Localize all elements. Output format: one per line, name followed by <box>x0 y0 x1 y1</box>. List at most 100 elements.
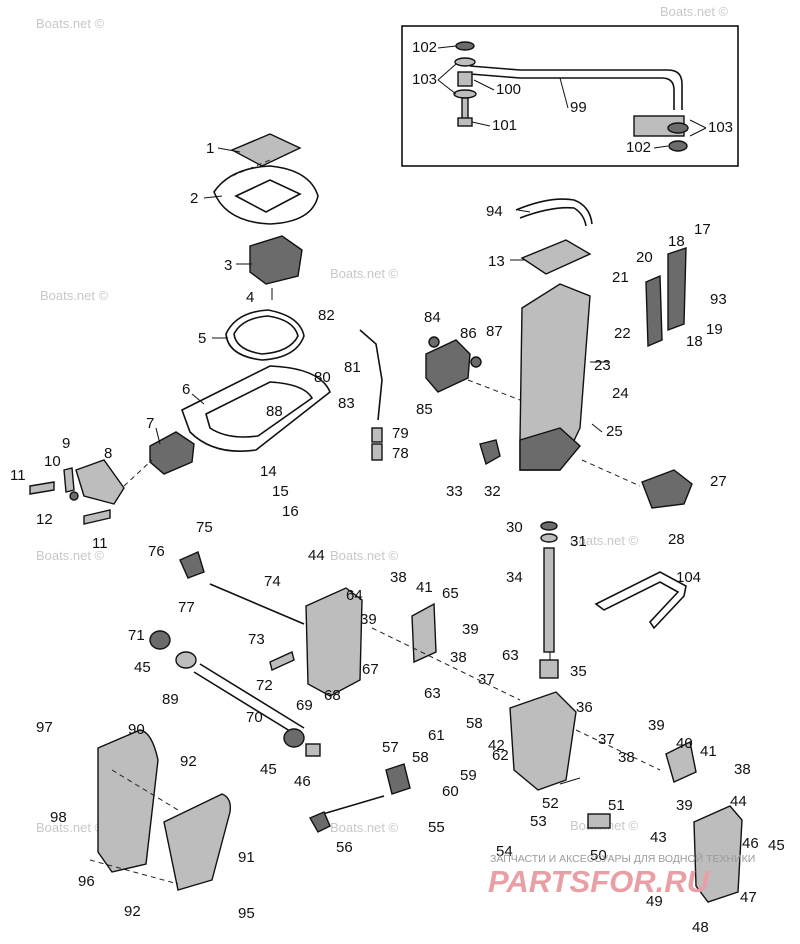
watermark: Boats.net © <box>330 548 399 563</box>
callout-label: 34 <box>506 569 523 586</box>
callout-label: 38 <box>450 649 467 666</box>
callout-label: 8 <box>104 445 112 462</box>
callout-label: 45 <box>768 837 785 854</box>
callout-label: 100 <box>496 81 521 98</box>
callout-label: 10 <box>44 453 61 470</box>
callout-label: 89 <box>162 691 179 708</box>
callout-label: 13 <box>488 253 505 270</box>
callout-label: 102 <box>626 139 651 156</box>
callout-label: 70 <box>246 709 263 726</box>
callout-label: 58 <box>466 715 483 732</box>
callout-label: 11 <box>92 535 108 552</box>
part-50-plate <box>587 813 611 829</box>
callout-label: 19 <box>706 321 723 338</box>
part-2-adapter-plate <box>213 165 319 225</box>
callout-label: 46 <box>742 835 759 852</box>
part-11-bolt <box>29 481 55 495</box>
brand-logo: ЗАПЧАСТИ И АКСЕССУАРЫ ДЛЯ ВОДНОЙ ТЕХНИКИ… <box>488 852 755 899</box>
callout-label: 12 <box>36 511 53 528</box>
callout-label: 47 <box>740 889 757 906</box>
part-91-side-cover <box>163 793 232 891</box>
callout-label: 67 <box>362 661 379 678</box>
callout-label: 98 <box>50 809 67 826</box>
part-45-nut <box>283 728 305 748</box>
part-67-clamp-bracket <box>305 587 363 697</box>
part-20-bracket <box>667 247 687 332</box>
part-103-washer <box>667 122 689 134</box>
callout-label: 63 <box>424 685 441 702</box>
part-86-washer <box>470 356 482 368</box>
callout-label: 82 <box>318 307 335 324</box>
callout-label: 44 <box>308 547 325 564</box>
callout-label: 81 <box>344 359 361 376</box>
part-31-washer <box>540 533 558 543</box>
callout-label: 101 <box>492 117 517 134</box>
callout-label: 4 <box>246 289 254 306</box>
part-102-nut <box>668 140 688 152</box>
watermark: Boats.net © <box>660 4 729 19</box>
callout-label: 39 <box>648 717 665 734</box>
callout-label: 79 <box>392 425 409 442</box>
callout-label: 2 <box>190 190 198 207</box>
callout-label: 85 <box>416 401 433 418</box>
callout-label: 25 <box>606 423 623 440</box>
callout-label: 6 <box>182 381 190 398</box>
callout-label: 14 <box>260 463 277 480</box>
callout-label: 18 <box>668 233 685 250</box>
part-90-side-cover <box>97 729 159 873</box>
part-89-washer <box>175 651 197 669</box>
part-101-bolt-head <box>457 117 473 127</box>
callout-label: 39 <box>676 797 693 814</box>
callout-label: 20 <box>636 249 653 266</box>
part-73-bolt <box>269 651 295 671</box>
callout-label: 49 <box>646 893 663 910</box>
callout-label: 15 <box>272 483 289 500</box>
callout-label: 45 <box>260 761 277 778</box>
callout-label: 51 <box>608 797 625 814</box>
part-102-nut <box>455 41 475 51</box>
callout-label: 37 <box>478 671 495 688</box>
callout-label: 45 <box>134 659 151 676</box>
watermark: Boats.net © <box>36 820 105 835</box>
callout-label: 103 <box>708 119 733 136</box>
part-85-lower-mount <box>425 339 471 393</box>
brand-tagline: ЗАПЧАСТИ И АКСЕССУАРЫ ДЛЯ ВОДНОЙ ТЕХНИКИ <box>490 852 755 865</box>
callout-label: 36 <box>576 699 593 716</box>
callout-label: 78 <box>392 445 409 462</box>
part-100-spacer <box>457 71 473 87</box>
part-46-washer <box>305 743 321 757</box>
part-74-rod <box>209 583 305 625</box>
part-103-washer <box>453 89 477 99</box>
part-12-washer <box>69 491 79 501</box>
part-56-lever <box>315 795 385 817</box>
part-70-tilt-tube <box>193 663 305 737</box>
callout-label: 52 <box>542 795 559 812</box>
callout-label: 56 <box>336 839 353 856</box>
callout-label: 35 <box>570 663 587 680</box>
callout-label: 16 <box>282 503 299 520</box>
part-27-mount <box>641 469 693 509</box>
part-57-lock <box>385 763 411 795</box>
callout-label: 88 <box>266 403 283 420</box>
callout-label: 61 <box>428 727 445 744</box>
callout-label: 53 <box>530 813 547 830</box>
callout-label: 63 <box>502 647 519 664</box>
part-83-link-rod <box>359 329 383 421</box>
watermark: Boats.net © <box>36 548 105 563</box>
callout-label: 77 <box>178 599 195 616</box>
callout-label: 93 <box>710 291 727 308</box>
callout-label: 41 <box>416 579 433 596</box>
watermark: Boats.net © <box>330 266 399 281</box>
callout-label: 69 <box>296 697 313 714</box>
callout-label: 21 <box>612 269 629 286</box>
part-103-washer <box>454 57 476 67</box>
part-104-handle <box>594 571 687 630</box>
callout-label: 60 <box>442 783 459 800</box>
part-65-plate <box>411 602 437 664</box>
callout-label: 30 <box>506 519 523 536</box>
callout-label: 54 <box>496 843 513 860</box>
callout-label: 76 <box>148 543 165 560</box>
part-11-bolt <box>83 509 111 525</box>
callout-label: 92 <box>180 753 197 770</box>
callout-label: 38 <box>734 761 751 778</box>
